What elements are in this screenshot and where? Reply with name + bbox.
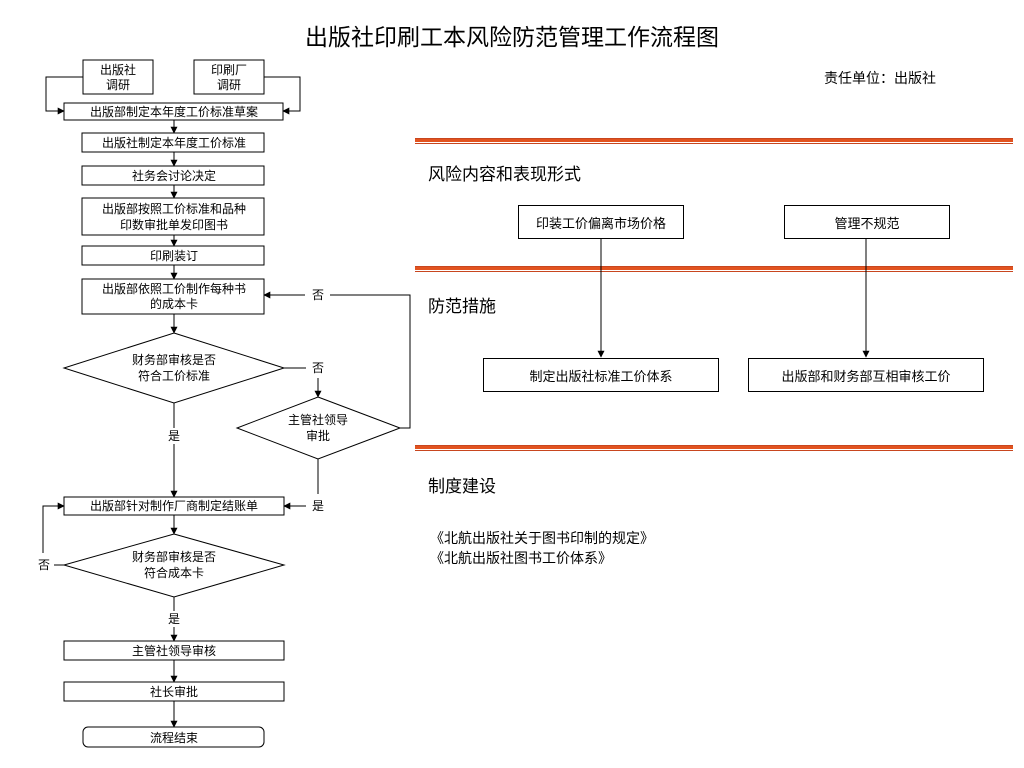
arrow-check2-back bbox=[42, 502, 65, 553]
leader-label-1: 主管社领导 bbox=[288, 412, 348, 427]
check2-label-2: 符合成本卡 bbox=[144, 565, 204, 580]
standard-label: 出版社制定本年度工价标准 bbox=[102, 135, 246, 150]
no-label-check1: 否 bbox=[312, 361, 324, 375]
risk-box-price: 印装工价偏离市场价格 bbox=[518, 205, 684, 239]
leader-review-label: 主管社领导审核 bbox=[132, 643, 216, 658]
yes-label-leader: 是 bbox=[312, 499, 324, 513]
no-label-check2: 否 bbox=[38, 558, 50, 572]
printing-box bbox=[81, 245, 265, 266]
arrow-printer-to-draft bbox=[264, 76, 301, 115]
research-press-box bbox=[82, 59, 154, 95]
cost-card-label-1: 出版部依照工价制作每种书 bbox=[102, 281, 246, 296]
yes-label-check1: 是 bbox=[168, 429, 180, 443]
section-divider-3 bbox=[415, 445, 1013, 451]
risk-heading: 风险内容和表现形式 bbox=[428, 165, 581, 185]
check1-diamond bbox=[62, 332, 286, 404]
issue-box bbox=[81, 197, 265, 236]
cost-card-label-2: 的成本卡 bbox=[150, 296, 198, 311]
issue-label-1: 出版部按照工价标准和品种 bbox=[102, 201, 246, 216]
check2-label-1: 财务部审核是否 bbox=[132, 549, 216, 564]
risk-box-management: 管理不规范 bbox=[784, 205, 950, 239]
system-heading: 制度建设 bbox=[428, 477, 496, 497]
meeting-label: 社务会讨论决定 bbox=[132, 168, 216, 183]
research-printer-label-2: 调研 bbox=[217, 78, 241, 92]
president-label: 社长审批 bbox=[150, 684, 198, 699]
measure-box-standard: 制定出版社标准工价体系 bbox=[483, 358, 719, 392]
section-divider-1 bbox=[415, 138, 1013, 144]
printing-label: 印刷装订 bbox=[150, 249, 198, 263]
measures-heading: 防范措施 bbox=[428, 297, 496, 317]
regulation-1: 《北航出版社关于图书印制的规定》 bbox=[430, 531, 654, 547]
research-printer-box bbox=[193, 59, 265, 95]
meeting-box bbox=[81, 165, 265, 186]
yes-label-check2: 是 bbox=[168, 612, 180, 626]
research-press-label-1: 出版社 bbox=[100, 62, 136, 77]
section-divider-2 bbox=[415, 266, 1013, 272]
responsible-unit: 责任单位：出版社 bbox=[824, 71, 936, 87]
regulation-2: 《北航出版社图书工价体系》 bbox=[430, 551, 612, 567]
end-label: 流程结束 bbox=[150, 730, 198, 745]
research-printer-label-1: 印刷厂 bbox=[211, 63, 247, 77]
line-leader-no bbox=[330, 294, 411, 429]
cost-card-box bbox=[81, 278, 265, 315]
research-press-label-2: 调研 bbox=[106, 78, 130, 92]
end-box bbox=[82, 726, 265, 748]
arrow-press-to-draft bbox=[45, 76, 83, 115]
leader-diamond bbox=[235, 396, 402, 460]
standard-box bbox=[81, 132, 265, 153]
measure-box-mutual-review: 出版部和财务部互相审核工价 bbox=[748, 358, 984, 392]
issue-label-2: 印数审批单发印图书 bbox=[120, 217, 228, 232]
leader-label-2: 审批 bbox=[306, 428, 330, 443]
draft-label: 出版部制定本年度工价标准草案 bbox=[90, 104, 258, 119]
page-title: 出版社印刷工本风险防范管理工作流程图 bbox=[305, 25, 719, 51]
check1-label-2: 符合工价标准 bbox=[138, 368, 210, 383]
settle-label: 出版部针对制作厂商制定结账单 bbox=[90, 498, 258, 513]
no-label-costcard: 否 bbox=[312, 288, 324, 302]
check1-label-1: 财务部审核是否 bbox=[132, 352, 216, 367]
